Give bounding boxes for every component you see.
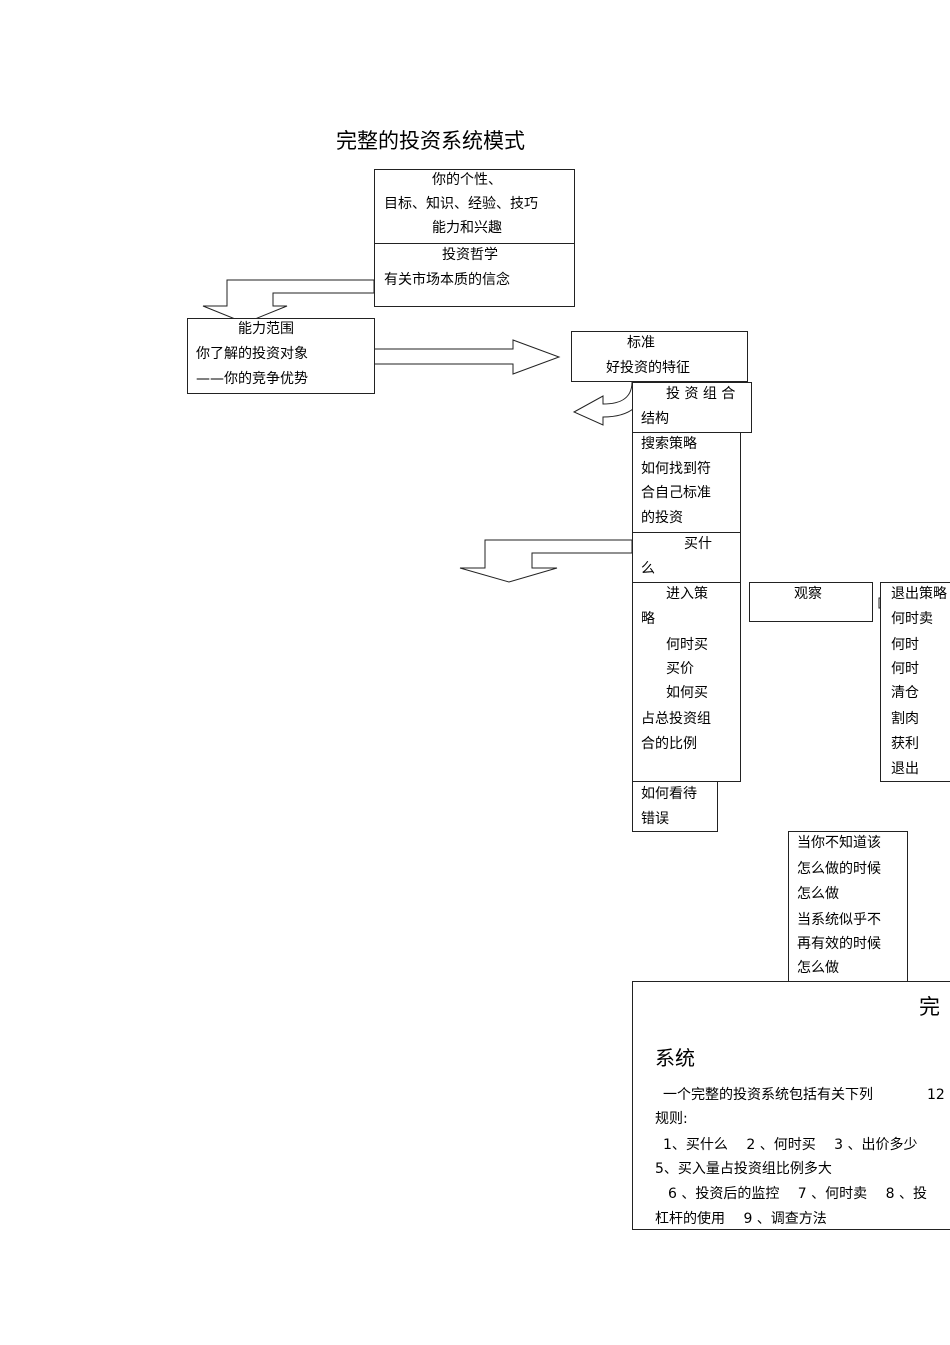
portfolio-line2: 结构 — [641, 411, 669, 427]
uncertain-line2: 怎么做的时候 — [797, 861, 881, 877]
exit-line8: 退出 — [891, 761, 919, 777]
entry-line5: 如何买 — [666, 685, 708, 701]
search-line1: 搜索策略 — [641, 436, 697, 452]
exit-line4: 何时 — [891, 661, 919, 677]
criteria-heading: 标准 — [627, 335, 655, 351]
divider-line — [374, 243, 575, 244]
competence-box — [187, 318, 375, 394]
system-summary-box — [632, 981, 950, 1230]
exit-line7: 获利 — [891, 736, 919, 752]
personality-line3: 能力和兴趣 — [432, 220, 502, 236]
arrow-competence-to-criteria — [373, 339, 561, 375]
philosophy-text: 有关市场本质的信念 — [384, 272, 510, 288]
mistakes-line2: 错误 — [641, 811, 669, 827]
exit-line1: 退出策略 — [891, 586, 947, 602]
arrow-buy-to-left — [459, 539, 633, 583]
entry-line1: 进入策 — [666, 586, 708, 602]
summary-line1-num: 12 — [927, 1087, 945, 1103]
summary-heading: 系统 — [655, 1046, 695, 1070]
buy-what-line1: 买什 — [684, 536, 712, 552]
summary-line6: 杠杆的使用 9 、调查方法 — [655, 1211, 827, 1227]
buy-what-line2: 么 — [641, 561, 655, 577]
arrow-philosophy-to-competence — [202, 279, 375, 324]
summary-line4: 5、买入量占投资组比例多大 — [655, 1161, 832, 1177]
exit-line6: 割肉 — [891, 711, 919, 727]
competence-heading: 能力范围 — [238, 321, 294, 337]
philosophy-heading: 投资哲学 — [442, 247, 498, 263]
observe-box — [749, 582, 873, 622]
entry-strategy-box — [632, 582, 741, 782]
personality-line2: 目标、知识、经验、技巧 — [384, 196, 538, 212]
entry-line3: 何时买 — [666, 637, 708, 653]
exit-line3: 何时 — [891, 637, 919, 653]
buy-what-box — [632, 532, 741, 583]
summary-line5: 6 、投资后的监控 7 、何时卖 8 、投 — [668, 1186, 927, 1202]
criteria-box — [571, 331, 748, 382]
competence-line1: 你了解的投资对象 — [196, 346, 308, 362]
search-line3: 合自己标准 — [641, 485, 711, 501]
exit-line5: 清仓 — [891, 685, 919, 701]
diagram-title: 完整的投资系统模式 — [336, 129, 525, 153]
search-line2: 如何找到符 — [641, 461, 711, 477]
uncertain-box — [788, 831, 908, 982]
mistakes-box — [632, 781, 718, 832]
exit-strategy-box — [880, 582, 950, 782]
summary-line1: 一个完整的投资系统包括有关下列 — [663, 1087, 873, 1103]
uncertain-line5: 再有效的时候 — [797, 936, 881, 952]
observe-label: 观察 — [794, 586, 822, 602]
summary-big-char: 完 — [919, 995, 940, 1019]
mistakes-line1: 如何看待 — [641, 786, 697, 802]
uncertain-line3: 怎么做 — [797, 886, 839, 902]
portfolio-line1: 投 资 组 合 — [666, 386, 736, 402]
criteria-text: 好投资的特征 — [606, 360, 690, 376]
entry-line2: 略 — [641, 611, 655, 627]
summary-line3: 1、买什么 2 、何时买 3 、出价多少 — [663, 1137, 918, 1153]
uncertain-line6: 怎么做 — [797, 960, 839, 976]
entry-line7: 合的比例 — [641, 736, 697, 752]
competence-line2: ——你的竞争优势 — [196, 371, 308, 387]
exit-line2: 何时卖 — [891, 611, 933, 627]
entry-line4: 买价 — [666, 661, 694, 677]
search-line4: 的投资 — [641, 510, 683, 526]
search-box — [632, 432, 741, 533]
personality-line1: 你的个性、 — [432, 172, 502, 188]
entry-line6: 占总投资组 — [641, 711, 711, 727]
personality-philosophy-box — [374, 169, 575, 307]
uncertain-line4: 当系统似乎不 — [797, 912, 881, 928]
summary-line2: 规则: — [655, 1111, 688, 1127]
uncertain-line1: 当你不知道该 — [797, 835, 881, 851]
